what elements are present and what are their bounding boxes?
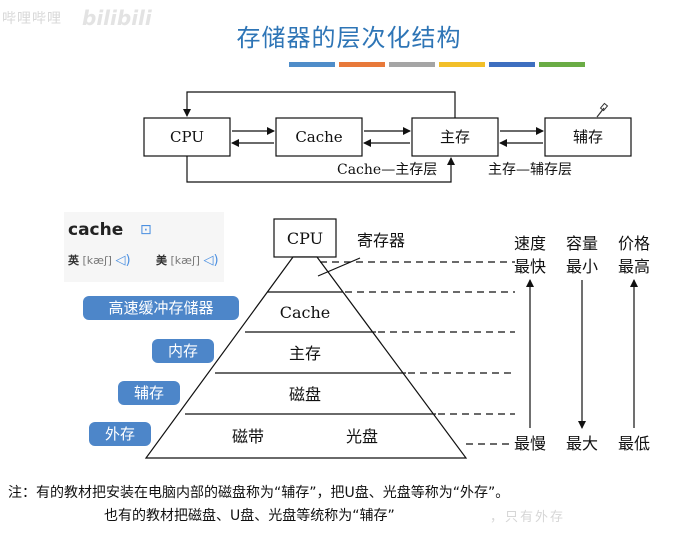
dictionary-word: cache — [68, 220, 124, 240]
title-bar-4 — [439, 62, 485, 67]
speed-header-1: 速度 — [514, 234, 546, 253]
title-bar-2 — [339, 62, 385, 67]
capacity-bottom: 最大 — [566, 434, 598, 453]
pyramid-main-label: 主存 — [289, 344, 321, 363]
title-bar-3 — [389, 62, 435, 67]
bilibili-logo: bilibili — [82, 6, 152, 30]
main-memory-box — [411, 117, 499, 157]
pyramid-tape-label: 磁带 — [232, 427, 264, 446]
note-line-2-faded: ，只有外存 — [490, 510, 566, 525]
price-header-1: 价格 — [618, 234, 650, 253]
uk-pronunciation: 英 [kæʃ] ◁) — [68, 252, 131, 268]
title-bar-1 — [289, 62, 335, 67]
watermark: 哔哩哔哩 bilibili — [2, 4, 152, 30]
arrow-main-to-cpu — [183, 91, 456, 118]
us-label: 美 — [156, 254, 167, 267]
arrow-cpu-to-main — [186, 156, 455, 183]
note-line-2: 也有的教材把磁盘、U盘、光盘等统称为“辅存” — [104, 508, 395, 524]
speed-header-2: 最快 — [514, 257, 546, 276]
dictionary-card: cache ⊡ 英 [kæʃ] ◁) 美 [kæʃ] ◁) — [64, 212, 224, 282]
pyramid-optical-label: 光盘 — [346, 427, 378, 446]
pyramid-cpu-box — [273, 218, 337, 258]
uk-ipa: [kæʃ] — [82, 254, 112, 267]
speed-bottom: 最慢 — [514, 434, 546, 453]
pencil-icon — [596, 102, 609, 118]
pyramid-cpu-label: CPU — [287, 229, 323, 248]
us-ipa: [kæʃ] — [170, 254, 200, 267]
title-bar-5 — [489, 62, 535, 67]
capacity-header-1: 容量 — [566, 234, 598, 253]
callout-aux-memory: 辅存 — [118, 381, 180, 405]
title-bar-6 — [539, 62, 585, 67]
main-memory-label: 主存 — [440, 128, 470, 146]
speaker-icon[interactable]: ◁) — [115, 253, 131, 268]
speaker-icon[interactable]: ◁) — [203, 253, 219, 268]
cache-box — [275, 117, 363, 157]
callout-external-memory: 外存 — [89, 422, 151, 446]
cpu-label: CPU — [170, 128, 204, 146]
price-header-2: 最高 — [618, 257, 650, 276]
register-pointer — [317, 257, 361, 277]
pyramid-disk-label: 磁盘 — [289, 385, 321, 404]
callout-cache-memory: 高速缓冲存储器 — [83, 296, 239, 320]
aux-memory-box — [544, 117, 632, 157]
register-label: 寄存器 — [357, 231, 405, 250]
watermark-text: 哔哩哔哩 — [2, 11, 62, 27]
price-bottom: 最低 — [618, 434, 650, 453]
pyramid-cache-label: Cache — [280, 303, 331, 322]
us-pronunciation: 美 [kæʃ] ◁) — [156, 252, 219, 268]
uk-label: 英 — [68, 254, 79, 267]
capacity-header-2: 最小 — [566, 257, 598, 276]
cache-label: Cache — [295, 128, 342, 146]
bookmark-icon[interactable]: ⊡ — [140, 222, 152, 238]
note-line-1: 注：有的教材把安装在电脑内部的磁盘称为“辅存”，把U盘、光盘等称为“外存”。 — [8, 485, 510, 501]
layer-main-aux-label: 主存—辅存层 — [488, 162, 572, 178]
title-color-bars — [289, 62, 585, 67]
page-title: 存储器的层次化结构 — [236, 24, 462, 52]
callout-internal-memory: 内存 — [152, 339, 214, 363]
aux-memory-label: 辅存 — [573, 128, 603, 146]
layer-cache-main-label: Cache—主存层 — [337, 162, 437, 178]
pyramid-outline — [144, 256, 468, 459]
